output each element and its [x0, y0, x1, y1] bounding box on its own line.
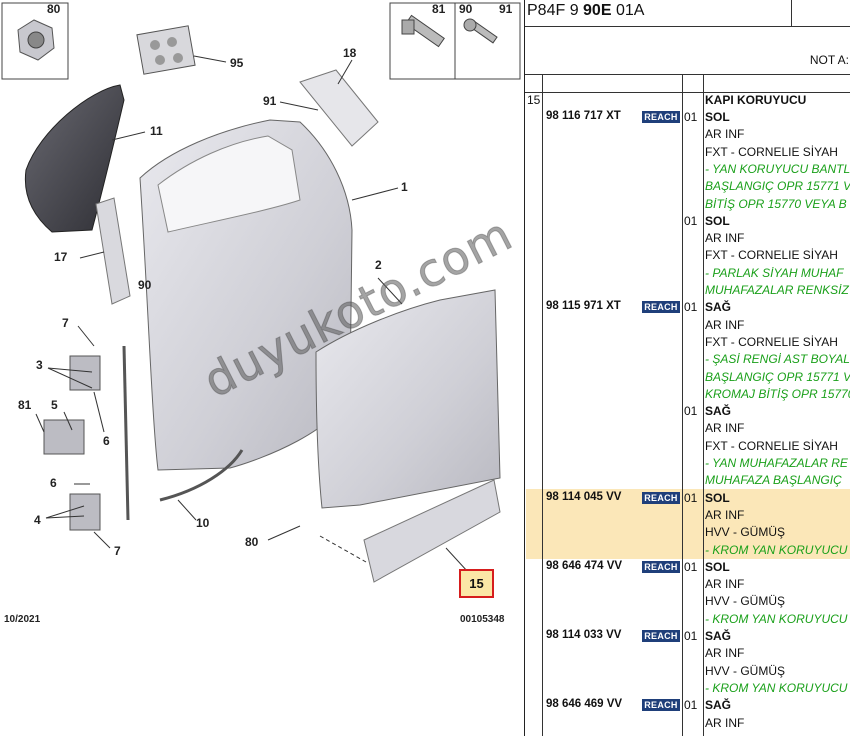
part-note: - YAN MUHAFAZALAR RE [705, 456, 848, 470]
part-number[interactable]: 98 114 045 VV [546, 490, 622, 503]
row-highlight [526, 488, 850, 559]
callout-2: 2 [375, 258, 382, 272]
part-note: - KROM YAN KORUYUCU [705, 542, 848, 557]
clip-set-95 [136, 25, 196, 75]
part-detail: AR INF [705, 231, 745, 246]
part-number[interactable]: 98 115 971 XT [546, 300, 621, 313]
callout-81: 81 [18, 398, 32, 412]
parts-list-panel: P84F 9 90E 01A NOT A: 98 116 717 XT REACH… [524, 0, 850, 736]
code-prefix: P84F 9 [527, 2, 584, 19]
callout-6: 6 [103, 434, 110, 448]
reach-badge: REACH [642, 301, 680, 314]
side-label: SOL [705, 559, 730, 574]
part-detail: AR INF [705, 715, 745, 730]
parts-diagram: 80 95 81 90 91 18 91 11 1 17 90 2 7 3 81… [1, 2, 521, 625]
quantity: 01 [684, 300, 698, 315]
callout-4: 4 [34, 513, 41, 527]
note-header: NOT A: [525, 26, 850, 75]
side-label: SAĞ [705, 629, 732, 643]
part-note: BAŞLANGIÇ OPR 15771 V [705, 369, 850, 384]
part-note: - PARLAK SİYAH MUHAF [705, 265, 844, 280]
part-detail: HVV - GÜMÜŞ [705, 525, 786, 540]
part-number[interactable]: 98 646 469 VV [546, 698, 623, 711]
callout-91: 91 [263, 94, 277, 108]
reach-badge: REACH [642, 560, 680, 573]
callout-91: 91 [499, 2, 513, 16]
code-bold: 90E [583, 2, 612, 19]
callout-1: 1 [401, 180, 408, 194]
group-number: 15 [527, 93, 541, 107]
part-detail: FXT - CORNELIE SİYAH [705, 334, 838, 349]
part-detail: AR INF [705, 577, 745, 592]
reach-badge: REACH [642, 630, 680, 642]
callout-7: 7 [62, 316, 69, 330]
part-number[interactable]: 98 114 033 VV [546, 629, 622, 641]
part-note: - ŞASİ RENGİ AST BOYAL [705, 352, 850, 367]
highlighted-callout-15[interactable]: 15 [459, 569, 494, 598]
callout-95: 95 [230, 56, 244, 70]
part-detail: FXT - CORNELIE SİYAH [705, 248, 838, 263]
callout-80: 80 [245, 535, 259, 549]
part-detail: AR INF [705, 127, 745, 142]
callout-10: 10 [196, 516, 210, 530]
part-note: - KROM YAN KORUYUCU [705, 680, 848, 695]
callout-5: 5 [51, 398, 58, 412]
column-header-row [525, 74, 850, 93]
reach-badge: REACH [642, 699, 680, 712]
door-illustration [1, 2, 521, 583]
part-note: - KROM YAN KORUYUCU [705, 611, 848, 626]
callout-90: 90 [138, 278, 152, 292]
part-note: KROMAJ BİTİŞ OPR 15770 [705, 386, 850, 401]
callout-6: 6 [50, 476, 57, 490]
part-number[interactable]: 98 116 717 XT [546, 110, 621, 122]
callout-18: 18 [343, 46, 357, 60]
quantity: 01 [684, 559, 698, 574]
part-detail: FXT - CORNELIE SİYAH [705, 144, 838, 159]
note-label: NOT A: [809, 53, 849, 67]
side-label: SOL [705, 490, 730, 505]
quantity: 01 [684, 629, 698, 643]
callout-90: 90 [459, 2, 473, 16]
part-detail: AR INF [705, 317, 745, 332]
side-label: SOL [705, 213, 730, 228]
quantity: 01 [684, 698, 698, 713]
part-note: BİTİŞ OPR 15770 VEYA B [705, 196, 847, 211]
side-label: SAĞ [705, 300, 732, 315]
callout-11: 11 [150, 124, 163, 138]
catalog-header: P84F 9 90E 01A [525, 0, 850, 27]
part-detail: HVV - GÜMÜŞ [705, 594, 786, 609]
part-number[interactable]: 98 646 474 VV [546, 559, 623, 572]
diagram-ref-code: 00105348 [460, 614, 505, 625]
group-title: KAPI KORUYUCU [705, 93, 807, 107]
quantity: 01 [684, 110, 698, 124]
part-detail: AR INF [705, 507, 745, 522]
catalog-code: P84F 9 90E 01A [527, 2, 644, 20]
callout-7: 7 [114, 544, 121, 558]
part-detail: AR INF [705, 646, 745, 661]
part-note: - YAN KORUYUCU BANTL [705, 161, 850, 176]
code-suffix: 01A [611, 2, 645, 19]
callout-81: 81 [432, 2, 446, 16]
quantity: 01 [684, 490, 698, 505]
quantity: 01 [684, 404, 698, 419]
part-detail: FXT - CORNELIE SİYAH [705, 438, 838, 453]
side-label: SOL [705, 110, 730, 124]
part-detail: HVV - GÜMÜŞ [705, 663, 786, 678]
reach-badge: REACH [642, 111, 680, 123]
reach-badge: REACH [642, 491, 680, 504]
part-note: MUHAFAZA BAŞLANGIÇ [705, 473, 842, 488]
part-note: MUHAFAZALAR RENKSİZ [705, 283, 849, 297]
side-label: SAĞ [705, 404, 732, 419]
callout-17: 17 [54, 250, 68, 264]
side-label: SAĞ [705, 698, 732, 713]
part-note: BAŞLANGIÇ OPR 15771 V [705, 179, 850, 194]
callout-80: 80 [47, 2, 61, 16]
diagram-date: 10/2021 [4, 614, 41, 625]
callout-3: 3 [36, 358, 43, 372]
quantity: 01 [684, 213, 698, 228]
part-detail: AR INF [705, 421, 745, 436]
